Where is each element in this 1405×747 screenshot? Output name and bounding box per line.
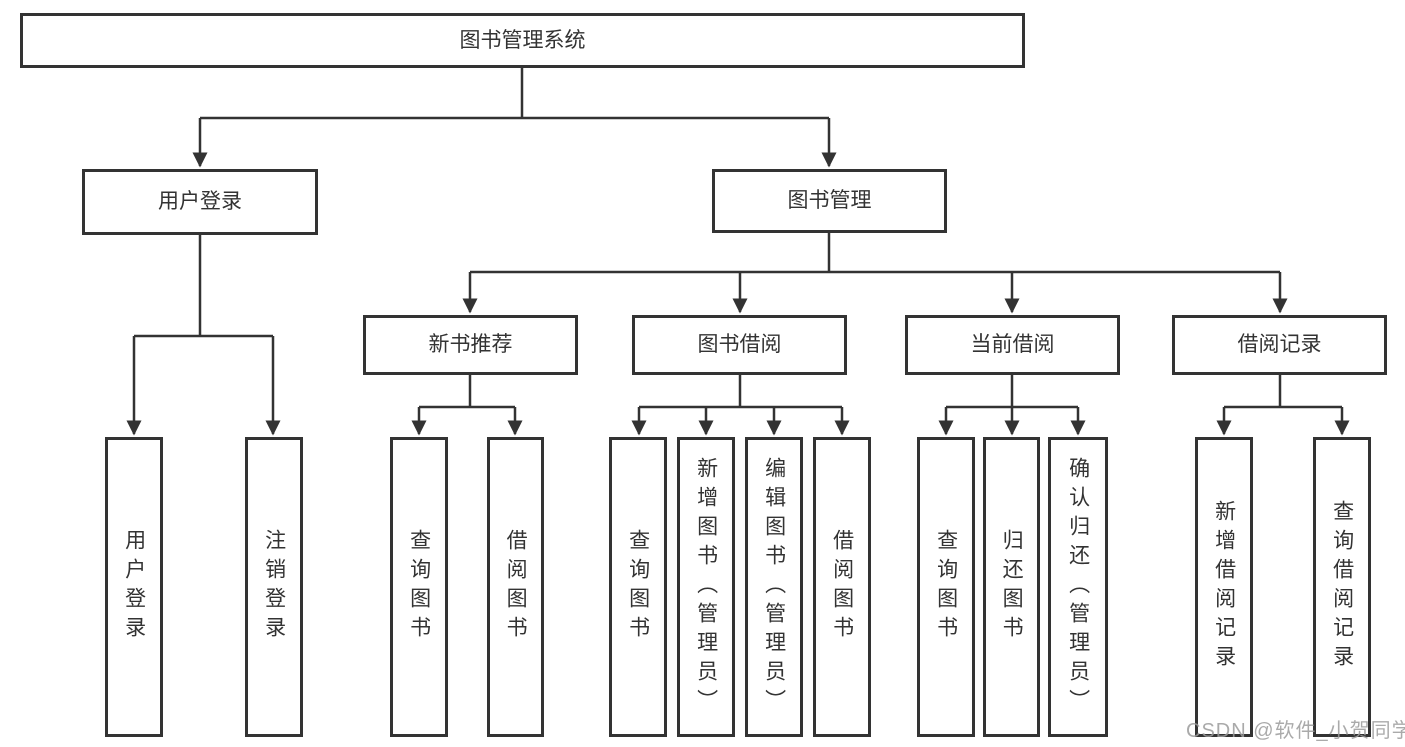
node-book-borrow-label: 图书借阅: [697, 333, 782, 357]
node-root: 图书管理系统: [20, 13, 1025, 68]
leaf-nbr-borrow-books: 借阅图书: [487, 437, 544, 737]
edge-book-borrow-to-leaves: [631, 375, 850, 436]
node-root-label: 图书管理系统: [459, 28, 586, 52]
node-book-mgmt: 图书管理: [712, 169, 947, 233]
leaf-nbr-query-books-label: 查询图书: [407, 529, 431, 645]
leaf-logout-login-label: 注销登录: [262, 529, 286, 645]
node-user-login-branch: 用户登录: [82, 169, 318, 235]
node-new-book-recommend: 新书推荐: [363, 315, 578, 375]
leaf-nbr-borrow-books-label: 借阅图书: [504, 529, 528, 645]
edge-borrow-records-to-leaves: [1216, 375, 1350, 436]
edge-current-borrow-to-leaves: [938, 375, 1086, 436]
watermark: CSDN @软件_小贺同学: [1186, 720, 1405, 742]
leaf-br-query-record: 查询借阅记录: [1313, 437, 1371, 737]
leaf-bb-borrow-books-label: 借阅图书: [830, 529, 854, 645]
node-new-book-recommend-label: 新书推荐: [428, 333, 513, 357]
leaf-bb-edit-books-admin: 编辑图书（管理员）: [745, 437, 803, 737]
leaf-bb-borrow-books: 借阅图书: [813, 437, 871, 737]
leaf-cb-return-books: 归还图书: [983, 437, 1040, 737]
leaf-cb-query-books-label: 查询图书: [934, 529, 958, 645]
leaf-cb-query-books: 查询图书: [917, 437, 975, 737]
leaf-br-add-record: 新增借阅记录: [1195, 437, 1253, 737]
node-book-borrow: 图书借阅: [632, 315, 847, 375]
leaf-nbr-query-books: 查询图书: [390, 437, 448, 737]
edge-user-login-to-leaves: [126, 235, 281, 436]
node-user-login-branch-label: 用户登录: [158, 190, 242, 214]
leaf-br-query-record-label: 查询借阅记录: [1330, 500, 1354, 674]
leaf-cb-confirm-return-admin: 确认归还（管理员）: [1048, 437, 1108, 737]
node-current-borrow-label: 当前借阅: [970, 333, 1055, 357]
node-current-borrow: 当前借阅: [905, 315, 1120, 375]
edge-root-to-level2: [192, 68, 837, 168]
node-borrow-records-label: 借阅记录: [1237, 333, 1322, 357]
leaf-cb-confirm-return-admin-label: 确认归还（管理员）: [1066, 456, 1090, 718]
leaf-logout-login: 注销登录: [245, 437, 303, 737]
leaf-user-login: 用户登录: [105, 437, 163, 737]
leaf-br-add-record-label: 新增借阅记录: [1212, 500, 1236, 674]
edge-new-book-rec-to-leaves: [411, 375, 523, 436]
edge-book-mgmt-to-level3: [462, 233, 1288, 314]
node-book-mgmt-label: 图书管理: [787, 189, 872, 213]
leaf-bb-add-books-admin: 新增图书（管理员）: [677, 437, 735, 737]
leaf-bb-query-books: 查询图书: [609, 437, 667, 737]
node-borrow-records: 借阅记录: [1172, 315, 1387, 375]
leaf-bb-query-books-label: 查询图书: [626, 529, 650, 645]
leaf-cb-return-books-label: 归还图书: [1000, 529, 1024, 645]
leaf-bb-add-books-admin-label: 新增图书（管理员）: [694, 456, 718, 718]
leaf-bb-edit-books-admin-label: 编辑图书（管理员）: [762, 456, 786, 718]
leaf-user-login-label: 用户登录: [122, 529, 146, 645]
